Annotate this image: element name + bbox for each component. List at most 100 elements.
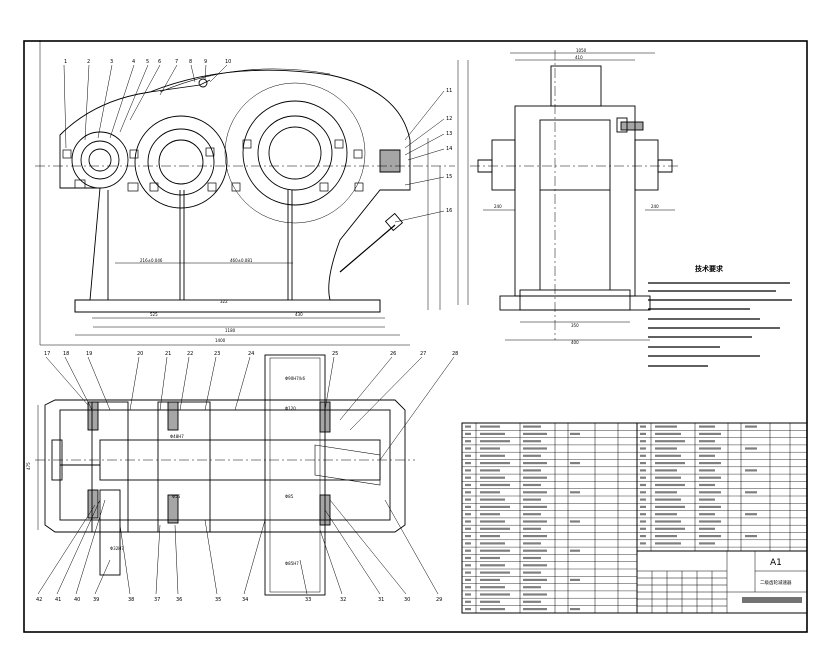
- table-cell-mark: [745, 447, 757, 450]
- table-cell-mark: [699, 483, 715, 487]
- table-cell-mark: [523, 447, 547, 450]
- table-cell-mark: [570, 462, 580, 465]
- table-cell-mark: [523, 483, 541, 487]
- balloon-4: 4: [132, 59, 135, 65]
- table-cell-mark: [480, 593, 510, 596]
- svg-text:Φ120: Φ120: [285, 406, 296, 411]
- table-cell-mark: [480, 469, 500, 472]
- table-cell-mark: [640, 535, 646, 538]
- balloon-23: 23: [214, 351, 220, 357]
- svg-text:1050: 1050: [576, 48, 587, 53]
- table-cell-mark: [570, 578, 580, 581]
- table-cell-mark: [480, 491, 500, 494]
- table-cell-mark: [480, 564, 505, 567]
- table-cell-mark: [699, 425, 715, 428]
- table-cell-mark: [699, 447, 721, 450]
- table-cell-mark: [523, 498, 541, 501]
- svg-text:1400: 1400: [215, 338, 226, 343]
- table-cell-mark: [465, 440, 471, 443]
- table-cell-mark: [640, 513, 646, 516]
- table-cell-mark: [655, 498, 681, 501]
- balloon-8: 8: [189, 59, 192, 65]
- table-cell-mark: [523, 432, 547, 435]
- table-cell-mark: [699, 498, 715, 501]
- table-cell-mark: [465, 564, 471, 567]
- table-cell-mark: [465, 425, 471, 428]
- table-cell-mark: [655, 469, 677, 472]
- table-cell-mark: [640, 498, 646, 501]
- table-cell-mark: [655, 476, 681, 479]
- balloon-22: 22: [187, 351, 193, 357]
- balloon-9: 9: [204, 59, 207, 65]
- table-cell-mark: [655, 513, 677, 516]
- front-view: [35, 40, 455, 346]
- table-cell-mark: [480, 483, 510, 487]
- table-cell-mark: [465, 432, 471, 435]
- sheet-size-label: A1: [770, 558, 782, 568]
- table-cell-mark: [480, 600, 500, 603]
- table-cell-mark: [699, 513, 715, 516]
- table-cell-mark: [523, 608, 547, 611]
- table-cell-mark: [523, 454, 541, 457]
- balloon-35: 35: [215, 597, 221, 603]
- table-cell-mark: [465, 600, 471, 603]
- table-cell-mark: [480, 608, 505, 611]
- table-cell-mark: [699, 505, 721, 508]
- table-cell-mark: [523, 440, 541, 443]
- svg-text:350: 350: [571, 323, 579, 328]
- table-cell-mark: [745, 469, 757, 472]
- table-cell-mark: [465, 542, 471, 545]
- balloon-28: 28: [452, 351, 458, 357]
- table-cell-mark: [655, 542, 681, 545]
- table-cell-mark: [465, 578, 471, 581]
- balloon-2: 2: [87, 59, 90, 65]
- table-cell-mark: [523, 600, 541, 603]
- table-cell-mark: [465, 556, 471, 560]
- balloon-37: 37: [154, 597, 160, 603]
- table-cell-mark: [570, 520, 580, 523]
- table-cell-mark: [523, 564, 547, 567]
- table-cell-mark: [465, 513, 471, 516]
- table-cell-mark: [570, 549, 580, 552]
- balloon-29: 29: [436, 597, 442, 603]
- table-cell-mark: [655, 527, 685, 530]
- balloon-38: 38: [128, 597, 134, 603]
- table-cell-mark: [699, 462, 721, 465]
- table-cell-mark: [465, 571, 471, 574]
- table-cell-mark: [465, 505, 471, 508]
- table-cell-mark: [465, 608, 471, 611]
- table-cell-mark: [655, 462, 685, 465]
- table-cell-mark: [699, 469, 715, 472]
- balloon-6: 6: [158, 59, 161, 65]
- svg-text:475: 475: [26, 462, 31, 470]
- balloon-41: 41: [55, 597, 61, 603]
- table-cell-mark: [465, 447, 471, 450]
- table-cell-mark: [655, 491, 677, 494]
- balloon-39: 39: [93, 597, 99, 603]
- table-cell-mark: [640, 462, 646, 465]
- table-cell-mark: [699, 542, 715, 545]
- table-cell-mark: [465, 454, 471, 457]
- plan-balloons-top: 17 18 19 20 21 22 23 24 25 26 27 28: [44, 351, 458, 357]
- svg-text:460±0.081: 460±0.081: [230, 258, 253, 263]
- svg-text:Φ48H7: Φ48H7: [170, 434, 184, 439]
- table-cell-mark: [480, 542, 505, 545]
- balloon-7: 7: [175, 59, 178, 65]
- table-cell-mark: [480, 520, 505, 523]
- front-balloons-right: 11 12 13 14 15 16: [446, 88, 452, 214]
- table-cell-mark: [465, 462, 471, 465]
- tech-requirements: 技术要求: [648, 264, 792, 367]
- balloon-34: 34: [242, 597, 248, 603]
- table-cell-mark: [523, 513, 541, 516]
- table-cell-mark: [640, 483, 646, 487]
- balloon-36: 36: [176, 597, 182, 603]
- balloon-12: 12: [446, 116, 452, 122]
- svg-text:240: 240: [651, 204, 659, 209]
- table-cell-mark: [570, 608, 580, 611]
- table-cell-mark: [480, 447, 500, 450]
- table-cell-mark: [640, 505, 646, 508]
- table-cell-mark: [480, 440, 510, 443]
- table-cell-mark: [640, 527, 646, 530]
